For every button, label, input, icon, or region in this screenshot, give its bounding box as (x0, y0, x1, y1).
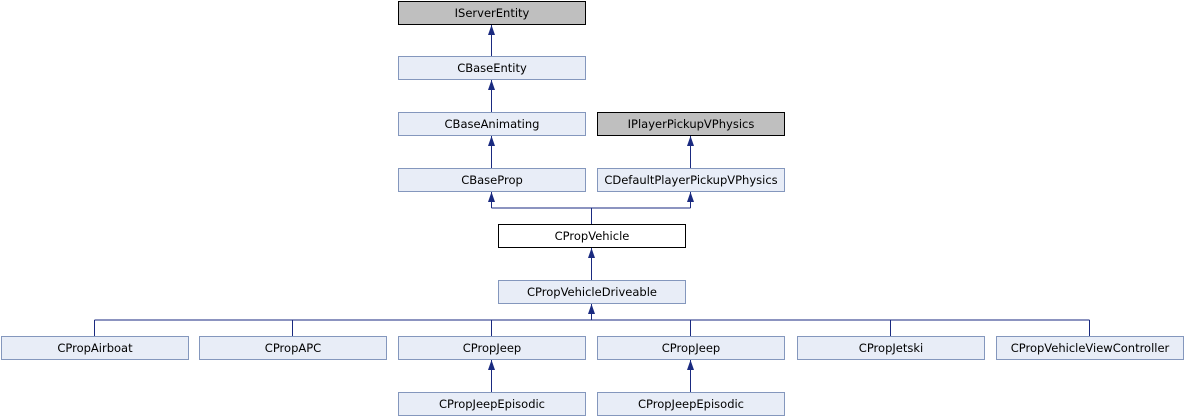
class-node-label: CPropVehicle (555, 229, 630, 243)
class-node-label: CPropAPC (265, 341, 321, 355)
edge-arrowhead (687, 360, 694, 370)
edge-arrowhead (488, 136, 495, 146)
class-node-box (398, 168, 586, 192)
class-node-box (498, 224, 686, 248)
class-node-iserverentity: IServerEntity (398, 1, 586, 25)
class-node-cbaseprop[interactable]: CBaseProp (398, 168, 586, 192)
edge-arrowhead (588, 304, 595, 314)
class-node-box (597, 168, 785, 192)
edge-arrowhead (488, 192, 495, 202)
class-node-box (199, 336, 387, 360)
class-node-label: CPropVehicleDriveable (527, 285, 657, 299)
edge-arrowhead (687, 192, 694, 202)
class-node-box (398, 112, 586, 136)
class-node-cbaseanimating[interactable]: CBaseAnimating (398, 112, 586, 136)
class-node-box (597, 112, 785, 136)
class-node-label: CPropAirboat (57, 341, 133, 355)
class-node-label: CPropJeep (463, 341, 521, 355)
class-node-label: IPlayerPickupVPhysics (628, 117, 755, 131)
class-node-cpropjetski[interactable]: CPropJetski (797, 336, 985, 360)
class-node-label: CPropJetski (859, 341, 923, 355)
class-node-label: CPropJeep (662, 341, 720, 355)
class-node-label: CDefaultPlayerPickupVPhysics (604, 173, 777, 187)
class-node-label: CPropJeepEpisodic (638, 397, 744, 411)
class-node-iplayerpickupvphysics: IPlayerPickupVPhysics (597, 112, 785, 136)
class-node-label: CBaseEntity (457, 61, 527, 75)
class-node-label: CBaseProp (461, 173, 523, 187)
class-node-cpropvehicleviewcontroller[interactable]: CPropVehicleViewController (996, 336, 1184, 360)
edges-layer (94, 25, 1090, 392)
class-node-cbaseentity[interactable]: CBaseEntity (398, 56, 586, 80)
class-node-label: CPropJeepEpisodic (439, 397, 545, 411)
edge-arrowhead (488, 360, 495, 370)
class-node-cpropjeep-2[interactable]: CPropJeep (597, 336, 785, 360)
edge-arrowhead (488, 80, 495, 90)
class-node-cpropjeepepisodic-2[interactable]: CPropJeepEpisodic (597, 392, 785, 416)
class-node-box (498, 280, 686, 304)
edge-arrowhead (488, 25, 495, 35)
class-node-label: IServerEntity (455, 6, 530, 20)
class-node-cpropjeep-1[interactable]: CPropJeep (398, 336, 586, 360)
class-node-box (398, 1, 586, 25)
class-node-cpropvehicle[interactable]: CPropVehicle (498, 224, 686, 248)
edge-arrowhead (687, 136, 694, 146)
class-node-box (398, 336, 586, 360)
class-node-cdefaultplayerpickupvphysics[interactable]: CDefaultPlayerPickupVPhysics (597, 168, 785, 192)
class-node-label: CBaseAnimating (445, 117, 540, 131)
class-node-cpropapc[interactable]: CPropAPC (199, 336, 387, 360)
class-node-cpropjeepepisodic-1[interactable]: CPropJeepEpisodic (398, 392, 586, 416)
class-node-box (797, 336, 985, 360)
class-node-cpropairboat[interactable]: CPropAirboat (1, 336, 189, 360)
class-node-box (1, 336, 189, 360)
class-node-box (597, 336, 785, 360)
class-node-box (398, 56, 586, 80)
edge-arrowhead (588, 248, 595, 258)
class-node-cpropvehicledriveable[interactable]: CPropVehicleDriveable (498, 280, 686, 304)
class-node-label: CPropVehicleViewController (1011, 341, 1170, 355)
